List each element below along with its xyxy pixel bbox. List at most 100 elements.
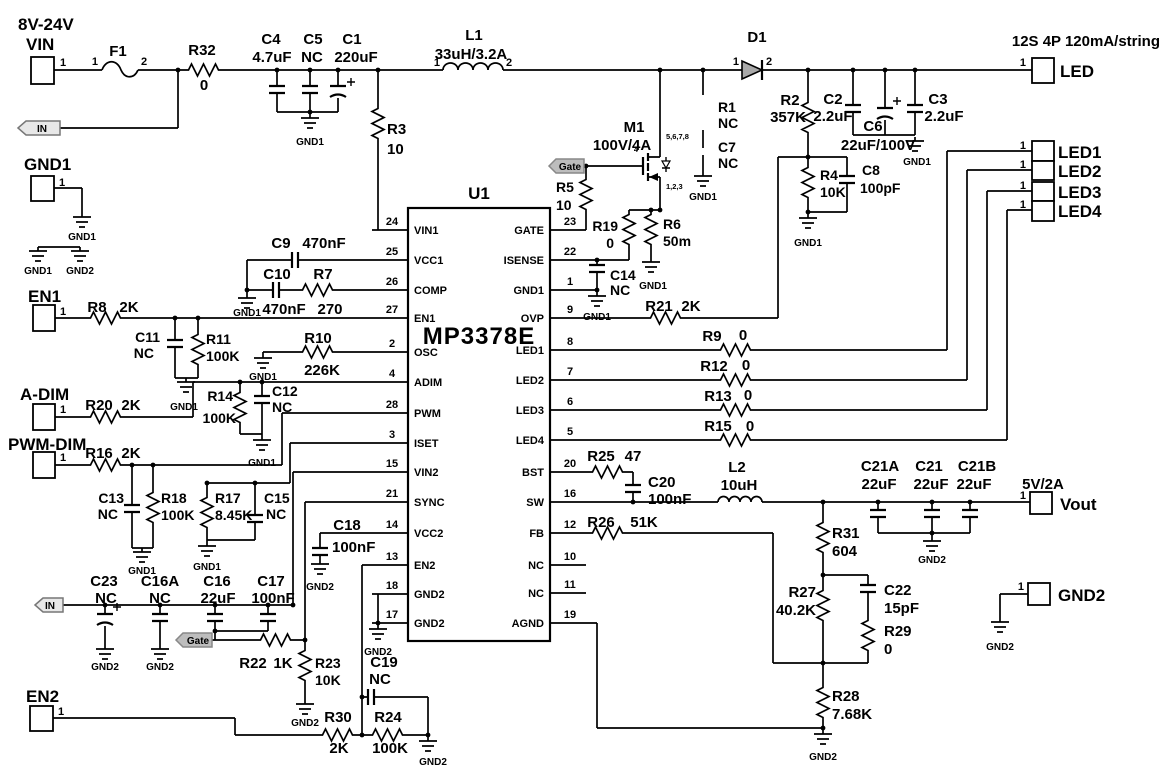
vin-label: VIN (26, 35, 54, 54)
u1-pin-num: 14 (386, 519, 399, 531)
u1-pin-num: 12 (564, 519, 576, 531)
led2-connector (1031, 160, 1055, 181)
gnd1-net-label: GND1 (794, 238, 822, 249)
c12-value: NC (272, 399, 292, 415)
u1-pin-num: 4 (389, 368, 396, 380)
c22-ref: C22 (884, 582, 912, 599)
en2-connector (29, 705, 54, 732)
pin-number: 1 (434, 57, 440, 69)
polarized-plates (96, 93, 894, 626)
u1-pin-name: OVP (521, 313, 544, 325)
r16-value: 2K (121, 445, 140, 462)
u1-pin-name: NC (528, 560, 544, 572)
c22-value: 15pF (884, 600, 919, 617)
u1-pin-name: GND1 (513, 285, 544, 297)
u1-part: MP3378E (423, 323, 535, 350)
body-diode-triangle (660, 160, 672, 170)
pin-number: 2 (506, 57, 512, 69)
r23-ref: R23 (315, 655, 341, 671)
r23-value: 10K (315, 672, 341, 688)
l1-ref: L1 (465, 27, 483, 44)
c15-value: NC (266, 506, 286, 522)
junction-dots (102, 67, 973, 738)
u1-pin-num: 21 (386, 488, 398, 500)
pin-number: 1 (58, 706, 64, 718)
r11-value: 100K (206, 348, 239, 364)
c21-value: 22uF (913, 476, 948, 493)
u1-pin-num: 13 (386, 551, 398, 563)
f1-ref: F1 (109, 43, 127, 60)
capacitors (96, 78, 978, 705)
u1-pin-num: 27 (386, 304, 398, 316)
gnd1-net-label: GND1 (903, 157, 931, 168)
r7-ref: R7 (313, 266, 332, 283)
u1-pin-name: LED4 (516, 435, 545, 447)
u1-pin-name: PWM (414, 408, 441, 420)
r7-value: 270 (317, 301, 342, 318)
c2-value: 2.2uF (813, 108, 852, 125)
r12-ref: R12 (700, 358, 728, 375)
r11-resistor (191, 331, 205, 368)
u1-pin-name: VIN1 (414, 225, 438, 237)
gate-tag-bottom (174, 632, 213, 648)
r8-ref: R8 (87, 299, 106, 316)
r15-ref: R15 (704, 418, 732, 435)
r13-resistor (717, 403, 754, 417)
u1-pin-name: VCC2 (414, 528, 443, 540)
gnd1-conn-label: GND1 (24, 155, 71, 174)
u1-pin-num: 10 (564, 551, 576, 563)
gnd1-net-label: GND1 (68, 232, 96, 243)
r32-value: 0 (200, 77, 208, 94)
c4-ref: C4 (261, 31, 281, 48)
c13-value: NC (98, 506, 118, 522)
r1-value: NC (718, 115, 738, 131)
u1-pin-num: 25 (386, 246, 398, 258)
r22-ref: R22 (239, 655, 267, 672)
c10-value: 470nF (262, 301, 305, 318)
d1-ref: D1 (747, 29, 766, 46)
u1-pin-name: COMP (414, 285, 447, 297)
u1-pin-num: 7 (567, 366, 573, 378)
u1-pin-num: 11 (564, 579, 576, 591)
u1-pin-name: VIN2 (414, 467, 438, 479)
gnd2-net-label: GND2 (146, 662, 174, 673)
c21a-ref: C21A (861, 458, 900, 475)
r27-resistor (816, 587, 830, 624)
r30-ref: R30 (324, 709, 352, 726)
u1-pin-num: 15 (386, 458, 398, 470)
led-label: LED (1060, 62, 1094, 81)
d1-diode (741, 59, 764, 81)
r4-value: 10K (820, 184, 846, 200)
r12-resistor (717, 373, 754, 387)
u1-pin-name: SYNC (414, 497, 445, 509)
u1-pin-name: BST (522, 467, 544, 479)
led-connector (1031, 57, 1055, 84)
led-sublabel: 12S 4P 120mA/string (1012, 33, 1160, 50)
c6-value: 22uF/100V (841, 137, 915, 154)
c23-ref: C23 (90, 573, 118, 590)
u1-pin-num: 16 (564, 488, 576, 500)
gnd1-net-label: GND1 (193, 562, 221, 573)
c23-value: NC (95, 590, 117, 607)
u1-pin-num: 18 (386, 580, 398, 592)
connector-boxes (29, 56, 1055, 732)
u1-pin-num: 5 (567, 426, 573, 438)
r26-value: 51K (630, 514, 658, 531)
r3-value: 10 (387, 141, 404, 158)
u1-pin-name: AGND (512, 618, 544, 630)
m1-mosfet (641, 153, 672, 181)
pin-number: 2 (766, 56, 772, 68)
adim-connector (32, 403, 56, 431)
gnd1-connector (30, 175, 55, 202)
pin-number: 1 (60, 404, 66, 416)
u1-pin-name: ADIM (414, 377, 442, 389)
c17-value: 100nF (251, 590, 294, 607)
u1-pin-num: 1 (567, 276, 573, 288)
u1-pin-num: 2 (389, 338, 395, 350)
l2-value: 10uH (721, 477, 758, 494)
pin-number: 1 (1020, 199, 1026, 211)
r28-resistor (816, 684, 830, 721)
gate-tag-top (547, 158, 585, 174)
c5-value: NC (301, 49, 323, 66)
